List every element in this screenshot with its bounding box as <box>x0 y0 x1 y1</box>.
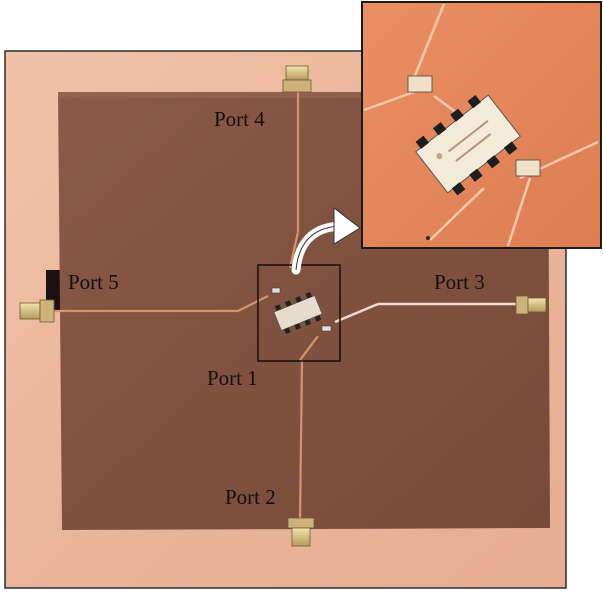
sma-connector-port3 <box>515 295 547 315</box>
sma-connector-port2 <box>287 517 315 547</box>
component-chip <box>273 291 323 335</box>
port1-label: Port 1 <box>207 366 258 390</box>
inset-zoom-panel <box>361 1 602 249</box>
sma-connector-port4 <box>282 65 312 93</box>
port3-label: Port 3 <box>434 270 485 294</box>
zoom-arrow <box>291 206 361 275</box>
sma-connector-port5 <box>19 299 55 323</box>
port5-label: Port 5 <box>68 270 119 294</box>
port4-label: Port 4 <box>214 107 265 131</box>
port2-label: Port 2 <box>225 485 276 509</box>
microstrip-traces <box>40 90 319 521</box>
